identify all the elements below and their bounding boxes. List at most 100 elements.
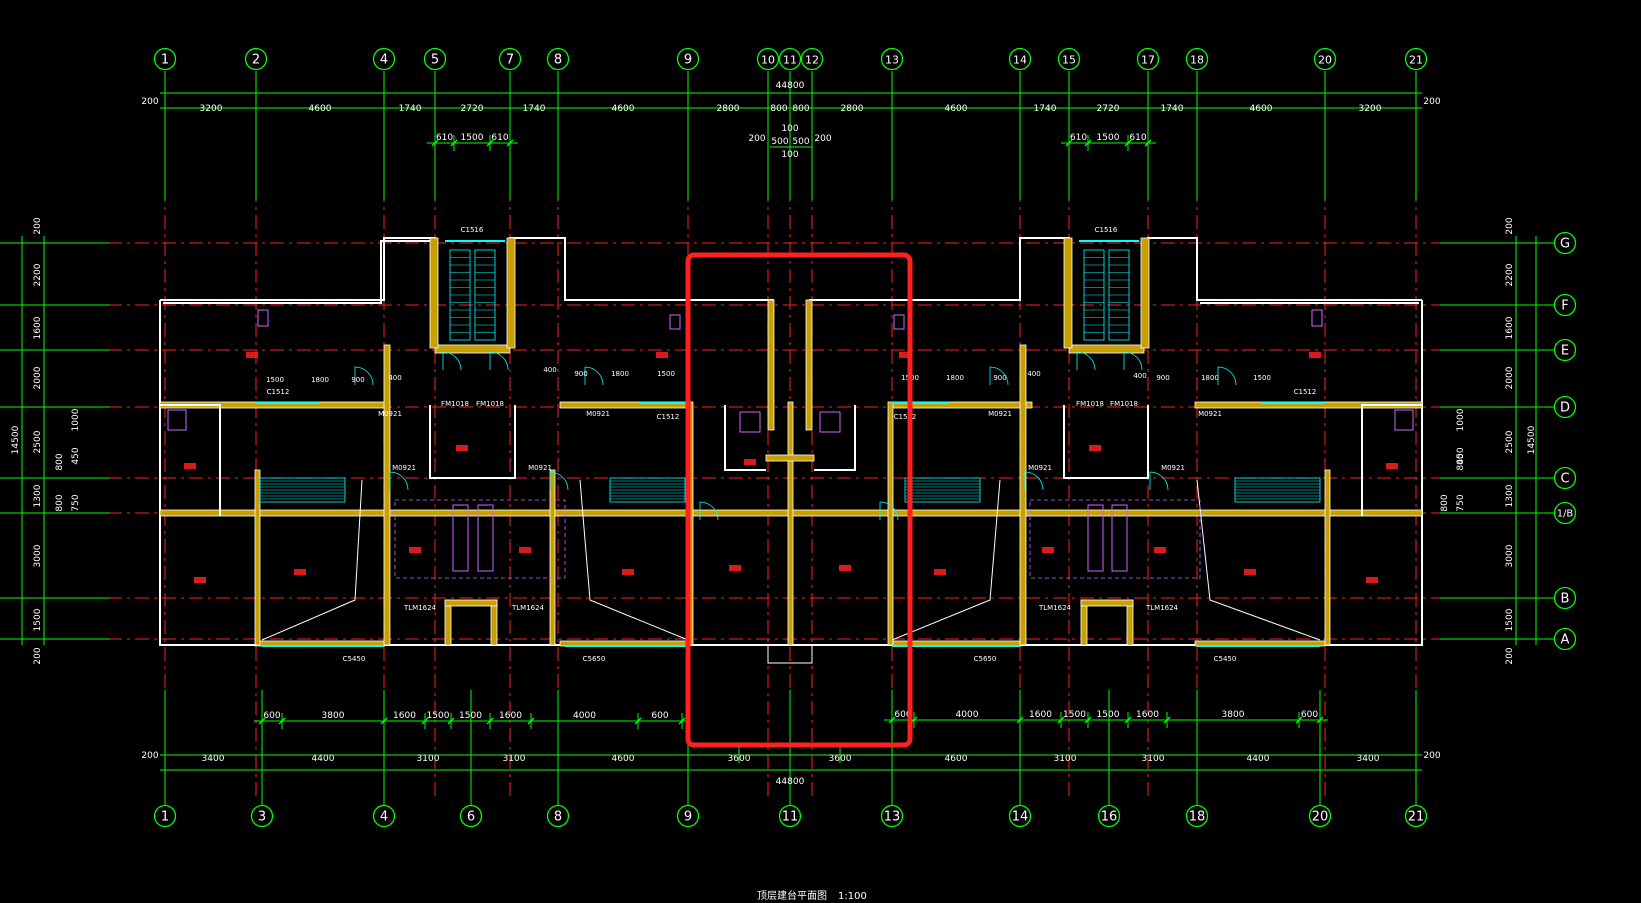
axis-bubble-top <box>423 47 447 71</box>
tag-label: FM1018 <box>1076 400 1104 408</box>
tag-label: C1512 <box>657 413 680 421</box>
wall <box>509 237 774 405</box>
axis-label-right: F <box>1561 299 1568 314</box>
dimension-tick <box>1295 716 1303 724</box>
door-swing <box>699 501 719 521</box>
door-swing <box>1123 351 1143 371</box>
dimension-text: 3200 <box>200 104 223 114</box>
axis-bubble-top <box>1404 47 1428 71</box>
wall <box>814 405 856 471</box>
dimension-total-left: 14500 <box>11 425 21 454</box>
axis-label-top: 18 <box>1190 54 1204 67</box>
wall-segment <box>1068 344 1145 354</box>
axis-label-bottom: 14 <box>1012 810 1029 825</box>
tag-label: C5650 <box>583 655 606 663</box>
axis-label-top: 2 <box>252 53 260 68</box>
wall <box>1147 237 1422 345</box>
dimension-text: 2000 <box>1505 366 1515 389</box>
wall-segment <box>1080 599 1134 607</box>
dimension-text: 2800 <box>717 104 740 114</box>
balcony-line <box>579 479 689 641</box>
dimension-text: 100 <box>781 150 798 160</box>
dimension-text: 3100 <box>417 754 440 764</box>
room-marker <box>934 569 946 575</box>
dimension-text: 200 <box>141 97 158 107</box>
axis-label-top: 8 <box>554 53 562 68</box>
door-swing <box>354 366 374 386</box>
tag-label: 400 <box>1133 372 1146 380</box>
axis-label-top: 14 <box>1013 54 1027 67</box>
furniture <box>477 504 494 572</box>
axis-label-top: 1 <box>161 53 169 68</box>
axis-bubble-bottom <box>1185 804 1209 828</box>
room-outline <box>394 499 566 579</box>
highlight-box[interactable] <box>685 252 913 748</box>
axis-bubble-bottom <box>1097 804 1121 828</box>
dimension-text: 4600 <box>612 754 635 764</box>
dimension-tick <box>634 717 642 725</box>
dimension-tick <box>450 139 458 147</box>
axis-label-top: 9 <box>684 53 692 68</box>
dimension-text: 600 <box>651 711 668 721</box>
dimension-text: 1740 <box>1161 104 1184 114</box>
dimension-tick <box>431 139 439 147</box>
dimension-text: 3000 <box>33 544 43 567</box>
axis-bubble-right <box>1553 501 1577 525</box>
dimension-tick <box>486 717 494 725</box>
furniture <box>739 411 761 433</box>
dimension-text: 2200 <box>1505 263 1515 286</box>
wall-segment <box>805 299 813 431</box>
dimension-text: 800 <box>55 453 65 470</box>
axis-bubble-top <box>1008 47 1032 71</box>
axis-bubble-top <box>1313 47 1337 71</box>
room-marker <box>1309 352 1321 358</box>
dimension-text: 450 <box>71 447 81 464</box>
axis-label-bottom: 8 <box>554 810 562 825</box>
dimension-text: 1500 <box>1097 710 1120 720</box>
dimension-tick <box>421 717 429 725</box>
tag-label: 400 <box>1027 370 1040 378</box>
door-swing <box>489 351 509 371</box>
tag-label: M0921 <box>1161 464 1185 472</box>
wall <box>767 644 813 664</box>
dimension-tick <box>1124 139 1132 147</box>
dimension-tick <box>1124 716 1132 724</box>
dimension-text: 1740 <box>523 104 546 114</box>
axis-bubble-bottom <box>778 804 802 828</box>
room-marker <box>1042 547 1054 553</box>
dimension-tick <box>258 717 266 725</box>
dimension-text: 4400 <box>1247 754 1270 764</box>
axis-label-top: 10 <box>761 54 775 67</box>
dimension-tick <box>1084 716 1092 724</box>
wall <box>1361 404 1422 516</box>
wall-segment <box>1080 599 1088 646</box>
dimension-text: 500 <box>771 137 788 147</box>
dimension-text: 1500 <box>427 711 450 721</box>
dimension-text: 3600 <box>829 754 852 764</box>
dimension-text: 100 <box>781 124 798 134</box>
axis-bubble-bottom <box>676 804 700 828</box>
tag-label: C1516 <box>1095 226 1118 234</box>
axis-label-bottom: 18 <box>1189 810 1206 825</box>
tag-label: 900 <box>993 374 1006 382</box>
dimension-text: 3400 <box>202 754 225 764</box>
room-marker <box>294 569 306 575</box>
dimension-text: 600 <box>894 710 911 720</box>
dimension-text: 1600 <box>1505 316 1515 339</box>
dimension-text: 610 <box>491 133 508 143</box>
furniture <box>819 411 841 433</box>
dimension-tick <box>888 716 896 724</box>
wall-segment <box>549 469 556 646</box>
dimension-text: 3200 <box>1359 104 1382 114</box>
tag-label: 1800 <box>946 374 964 382</box>
furniture <box>1087 504 1104 572</box>
tag-label: C5450 <box>1214 655 1237 663</box>
dimension-text: 800 <box>55 494 65 511</box>
room-marker <box>1366 577 1378 583</box>
dimension-text: 200 <box>1423 751 1440 761</box>
axis-label-top: 11 <box>783 54 797 67</box>
dimension-text: 200 <box>748 134 765 144</box>
wall-segment <box>1126 599 1134 646</box>
